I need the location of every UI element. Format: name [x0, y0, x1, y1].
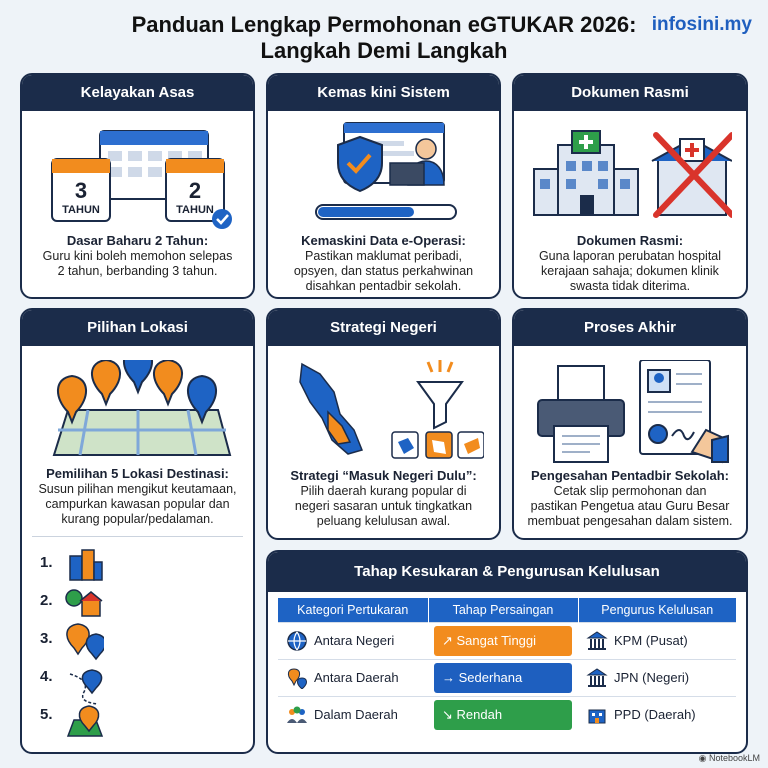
card-description: Pastikan maklumat peribadi, opsyen, dan … — [293, 249, 474, 293]
house-tree-icon — [65, 589, 103, 617]
card-proses-akhir: Proses Akhir Pengesahan Pentadbir Sekola… — [512, 308, 748, 540]
page-title: Panduan Lengkap Permohonan eGTUKAR 2026:… — [0, 12, 768, 64]
hospital-icon — [533, 130, 639, 216]
brand-logo: infosini.my — [651, 14, 752, 35]
card-description: Cetak slip permohonan dan pastikan Penge… — [527, 484, 733, 528]
malaysia-map-icon — [299, 362, 364, 455]
government-building-icon — [586, 667, 608, 687]
rank-1: 1. — [40, 554, 53, 571]
card-heading: Pengesahan Pentadbir Sekolah: — [531, 468, 729, 483]
map-pin-icon — [66, 623, 104, 661]
manager-label: PPD (Daerah) — [614, 707, 696, 723]
divider — [32, 536, 243, 537]
signed-document-icon — [639, 360, 730, 464]
table-row: Antara Daerah → Sederhana JPN (Negeri) — [278, 658, 736, 696]
card-heading: Dokumen Rasmi: — [576, 233, 684, 248]
globe-icon — [287, 630, 307, 651]
card-heading: Dasar Baharu 2 Tahun: — [66, 233, 209, 248]
card-heading: Strategi “Masuk Negeri Dulu”: — [290, 468, 477, 483]
category-label: Dalam Daerah — [314, 707, 398, 723]
card-dokumen-rasmi: Dokumen Rasmi Dokumen Rasmi: Guna lapora… — [512, 73, 748, 299]
government-building-icon — [586, 630, 608, 650]
crossed-out-clinic-icon — [651, 132, 732, 218]
title-line-1: Panduan Lengkap Permohonan eGTUKAR 2026: — [131, 12, 637, 37]
panel-title: Tahap Kesukaran & Pengurusan Kelulusan — [268, 552, 746, 592]
calendar-right-number: 2 — [188, 178, 202, 203]
difficulty-table: Kategori Pertukaran Tahap Persaingan Pen… — [278, 598, 736, 733]
notebooklm-icon: ◉ — [698, 753, 709, 763]
funnel-icon — [416, 381, 464, 430]
card-title: Pilihan Lokasi — [22, 310, 253, 346]
city-buildings-icon — [69, 549, 103, 581]
category-label: Antara Daerah — [314, 670, 399, 685]
card-pilihan-lokasi: Pilihan Lokasi Pemilihan 5 Lokasi Destin… — [20, 308, 255, 754]
calendar-left-number: 3 — [74, 178, 88, 203]
calendar-left-unit: TAHUN — [62, 204, 100, 216]
card-title: Kemas kini Sistem — [268, 75, 499, 111]
calendar-icon — [51, 130, 232, 229]
card-kelayakan-asas: Kelayakan Asas 3 TAHUN 2 TAHUN Dasar Bah… — [20, 73, 255, 299]
level-badge-high: ↗ Sangat Tinggi — [434, 625, 572, 656]
rank-2: 2. — [40, 592, 53, 609]
people-icon — [287, 706, 307, 723]
column-header: Pengurus Kelulusan — [578, 598, 736, 622]
manager-label: KPM (Pusat) — [614, 633, 688, 648]
card-kemas-kini-sistem: Kemas kini Sistem Kemaskini Data e-Opera… — [266, 73, 501, 299]
manager-label: JPN (Negeri) — [614, 670, 690, 685]
card-description: Susun pilihan mengikut keutamaan, campur… — [38, 482, 237, 526]
map-pins-icon — [52, 360, 232, 456]
table-row: Dalam Daerah ↘ Rendah PPD (Daerah) — [278, 695, 736, 733]
card-heading: Kemaskini Data e-Operasi: — [301, 233, 466, 248]
card-description: Pilih daerah kurang popular di negeri sa… — [294, 484, 473, 528]
rank-3: 3. — [40, 630, 53, 647]
table-row: Antara Negeri ↗ Sangat Tinggi KPM (Pusat… — [278, 621, 736, 659]
rank-4: 4. — [40, 668, 53, 685]
level-badge-low: ↘ Rendah — [434, 699, 572, 730]
column-header: Kategori Pertukaran — [278, 598, 428, 622]
user-at-computer-icon — [315, 122, 457, 220]
card-description: Guru kini boleh memohon selepas 2 tahun,… — [42, 249, 233, 278]
level-badge-medium: → Sederhana — [434, 662, 572, 693]
table-header-row: Kategori Pertukaran Tahap Persaingan Pen… — [278, 598, 736, 622]
column-header: Tahap Persaingan — [427, 598, 579, 622]
checkmark-icon — [212, 209, 232, 229]
printer-icon — [537, 365, 625, 463]
card-strategi-negeri: Strategi Negeri Strategi “Masuk Negeri D… — [266, 308, 501, 540]
title-line-2: Langkah Demi Langkah — [260, 38, 508, 63]
card-title: Proses Akhir — [514, 310, 746, 346]
trend-down-icon: ↘ — [442, 706, 457, 722]
footer-credit: ◉ NotebookLM — [698, 753, 760, 763]
route-pin-icon — [69, 669, 103, 705]
card-title: Dokumen Rasmi — [514, 75, 746, 111]
card-title: Strategi Negeri — [268, 310, 499, 346]
government-building-icon — [588, 709, 606, 724]
rank-5: 5. — [40, 706, 53, 723]
card-title: Kelayakan Asas — [22, 75, 253, 111]
map-pin-icon — [287, 667, 307, 689]
card-description: Guna laporan perubatan hospital kerajaan… — [538, 249, 722, 293]
card-heading: Pemilihan 5 Lokasi Destinasi: — [46, 466, 229, 481]
trend-up-icon: ↗ — [442, 632, 457, 648]
arrow-right-icon: → — [442, 669, 459, 685]
category-label: Antara Negeri — [314, 633, 395, 648]
calendar-right-unit: TAHUN — [176, 204, 214, 216]
map-pin-icon — [66, 705, 104, 737]
